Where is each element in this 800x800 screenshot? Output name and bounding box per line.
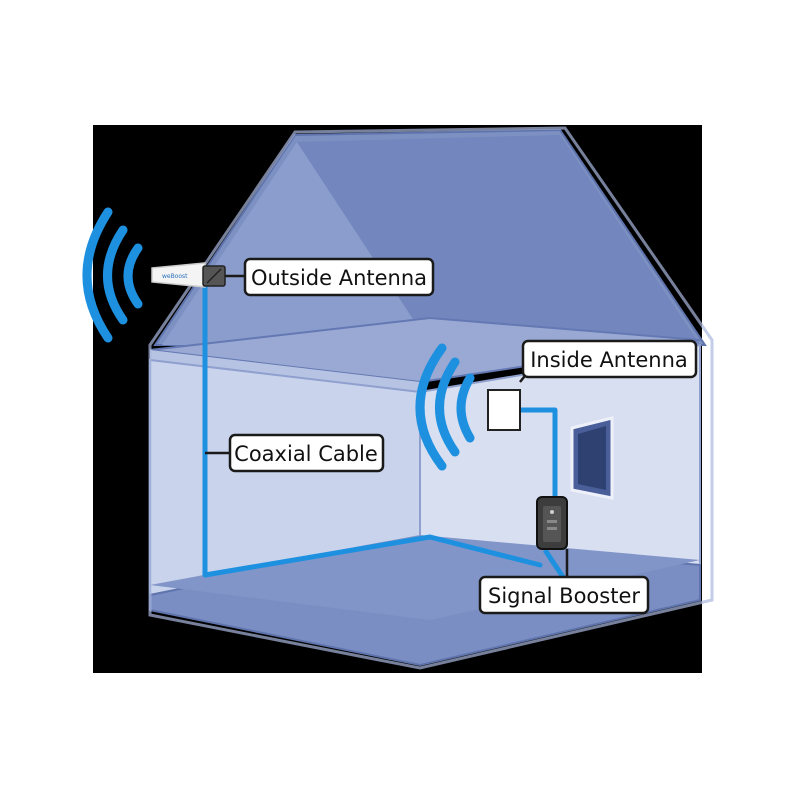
- inside-signal-waves: [415, 343, 475, 471]
- floor-top: [150, 535, 700, 620]
- signal-booster-icon: [536, 496, 568, 550]
- label-coaxial-cable: Coaxial Cable: [205, 433, 385, 473]
- signal-booster-label: Signal Booster: [488, 584, 640, 608]
- coaxial-cable-label: Coaxial Cable: [234, 442, 378, 466]
- ceiling-edge: [150, 350, 420, 392]
- window-icon: [570, 416, 614, 500]
- svg-text:weBoost: weBoost: [162, 273, 188, 280]
- label-inside-antenna: Inside Antenna: [519, 339, 698, 383]
- panel-antenna-icon: [487, 389, 521, 431]
- coaxial-cable-inside: [517, 407, 558, 503]
- inside-antenna-label: Inside Antenna: [530, 348, 688, 372]
- yagi-antenna-icon: weBoost: [151, 262, 226, 288]
- outside-signal-waves: [82, 207, 143, 343]
- coaxial-cable-outside: [202, 282, 543, 578]
- outside-antenna-label: Outside Antenna: [251, 266, 427, 290]
- label-outside-antenna: Outside Antenna: [225, 257, 435, 297]
- house-outline: [148, 126, 714, 670]
- label-signal-booster: Signal Booster: [478, 549, 650, 615]
- coaxial-cable-booster-bottom: [542, 548, 568, 582]
